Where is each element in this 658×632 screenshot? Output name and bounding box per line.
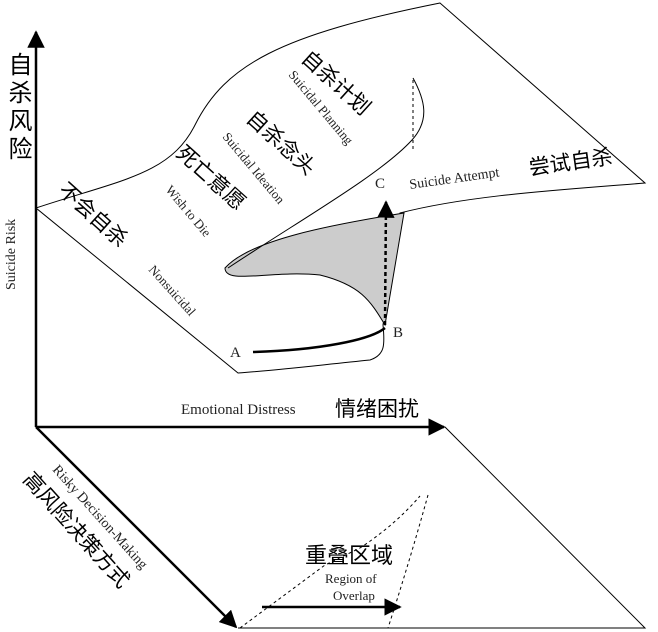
path-a-to-b — [252, 326, 386, 354]
overlap-label-cn: 重叠区域 — [305, 544, 393, 569]
point-c-label: C — [375, 176, 385, 192]
x-axis-label-cn: 情绪困扰 — [335, 397, 419, 421]
point-b-label: B — [393, 325, 403, 341]
y-axis-label-en: Suicide Risk — [4, 219, 19, 290]
point-a-label: A — [230, 345, 241, 361]
control-plane — [238, 426, 647, 629]
upper-fold-edge — [227, 77, 425, 269]
behavior-surface — [34, 2, 647, 374]
x-axis-label-en: Emotional Distress — [181, 402, 296, 418]
fold-shaded-region — [224, 212, 405, 327]
overlap-region-dashed — [239, 494, 429, 629]
z-axis-arrow — [35, 426, 238, 629]
overlap-label-en-1: Region of — [325, 571, 377, 586]
overlap-label-en-2: Overlap — [333, 588, 375, 603]
y-axis-label-cn: 自杀风险 — [4, 52, 32, 164]
